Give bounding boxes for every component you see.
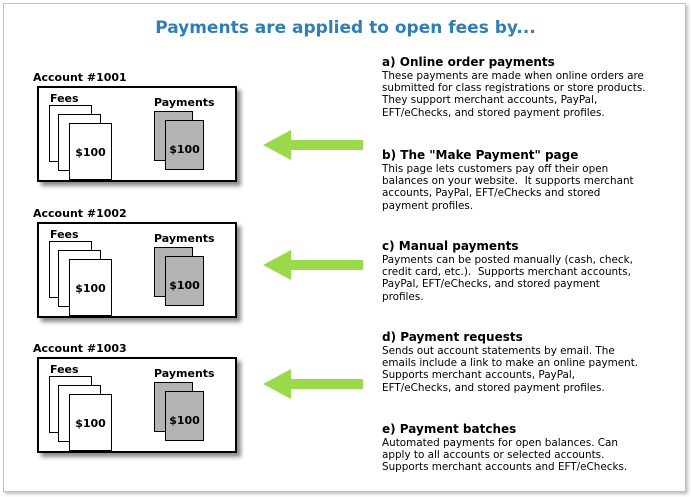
payment-card: $100 (165, 391, 204, 441)
account-box: Fees $100 Payments $100 (37, 222, 237, 318)
payment-amount: $100 (169, 143, 200, 156)
payments-label: Payments (154, 367, 215, 380)
payments-label: Payments (154, 96, 215, 109)
payment-card: $100 (165, 120, 204, 170)
method-payment-batches: e) Payment batches Automated payments fo… (382, 422, 682, 474)
page-title: Payments are applied to open fees by... (155, 18, 536, 38)
fees-label: Fees (50, 228, 79, 241)
fee-card: $100 (69, 394, 112, 451)
account-box: Fees $100 Payments $100 (37, 357, 237, 453)
fees-label: Fees (50, 92, 79, 105)
payments-label: Payments (154, 232, 215, 245)
green-arrow-icon (263, 369, 363, 399)
method-title: e) Payment batches (382, 422, 517, 436)
fee-amount: $100 (75, 282, 106, 295)
method-title: a) Online order payments (382, 55, 555, 69)
fees-label: Fees (50, 363, 79, 376)
account-box: Fees $100 Payments $100 (37, 86, 237, 182)
method-description: This page lets customers pay off their o… (382, 163, 634, 212)
method-title: c) Manual payments (382, 239, 519, 253)
method-title: b) The "Make Payment" page (382, 148, 579, 162)
method-title: d) Payment requests (382, 330, 523, 344)
green-arrow-icon (263, 130, 363, 160)
payment-amount: $100 (169, 279, 200, 292)
account-label: Account #1002 (33, 207, 127, 220)
method-make-payment: b) The "Make Payment" page This page let… (382, 148, 682, 212)
method-description: Automated payments for open balances. Ca… (382, 437, 628, 474)
method-description: Payments can be posted manually (cash, c… (382, 254, 633, 303)
payment-card: $100 (165, 256, 204, 306)
account-label: Account #1001 (33, 71, 127, 84)
account-label: Account #1003 (33, 342, 127, 355)
fee-card: $100 (69, 123, 112, 180)
method-online-order: a) Online order payments These payments … (382, 55, 682, 119)
payment-amount: $100 (169, 414, 200, 427)
method-description: These payments are made when online orde… (382, 70, 646, 119)
green-arrow-icon (263, 250, 363, 280)
fee-amount: $100 (75, 146, 106, 159)
fee-amount: $100 (75, 417, 106, 430)
fee-card: $100 (69, 259, 112, 316)
method-manual: c) Manual payments Payments can be poste… (382, 239, 682, 303)
method-description: Sends out account statements by email. T… (382, 345, 639, 394)
method-payment-requests: d) Payment requests Sends out account st… (382, 330, 682, 394)
